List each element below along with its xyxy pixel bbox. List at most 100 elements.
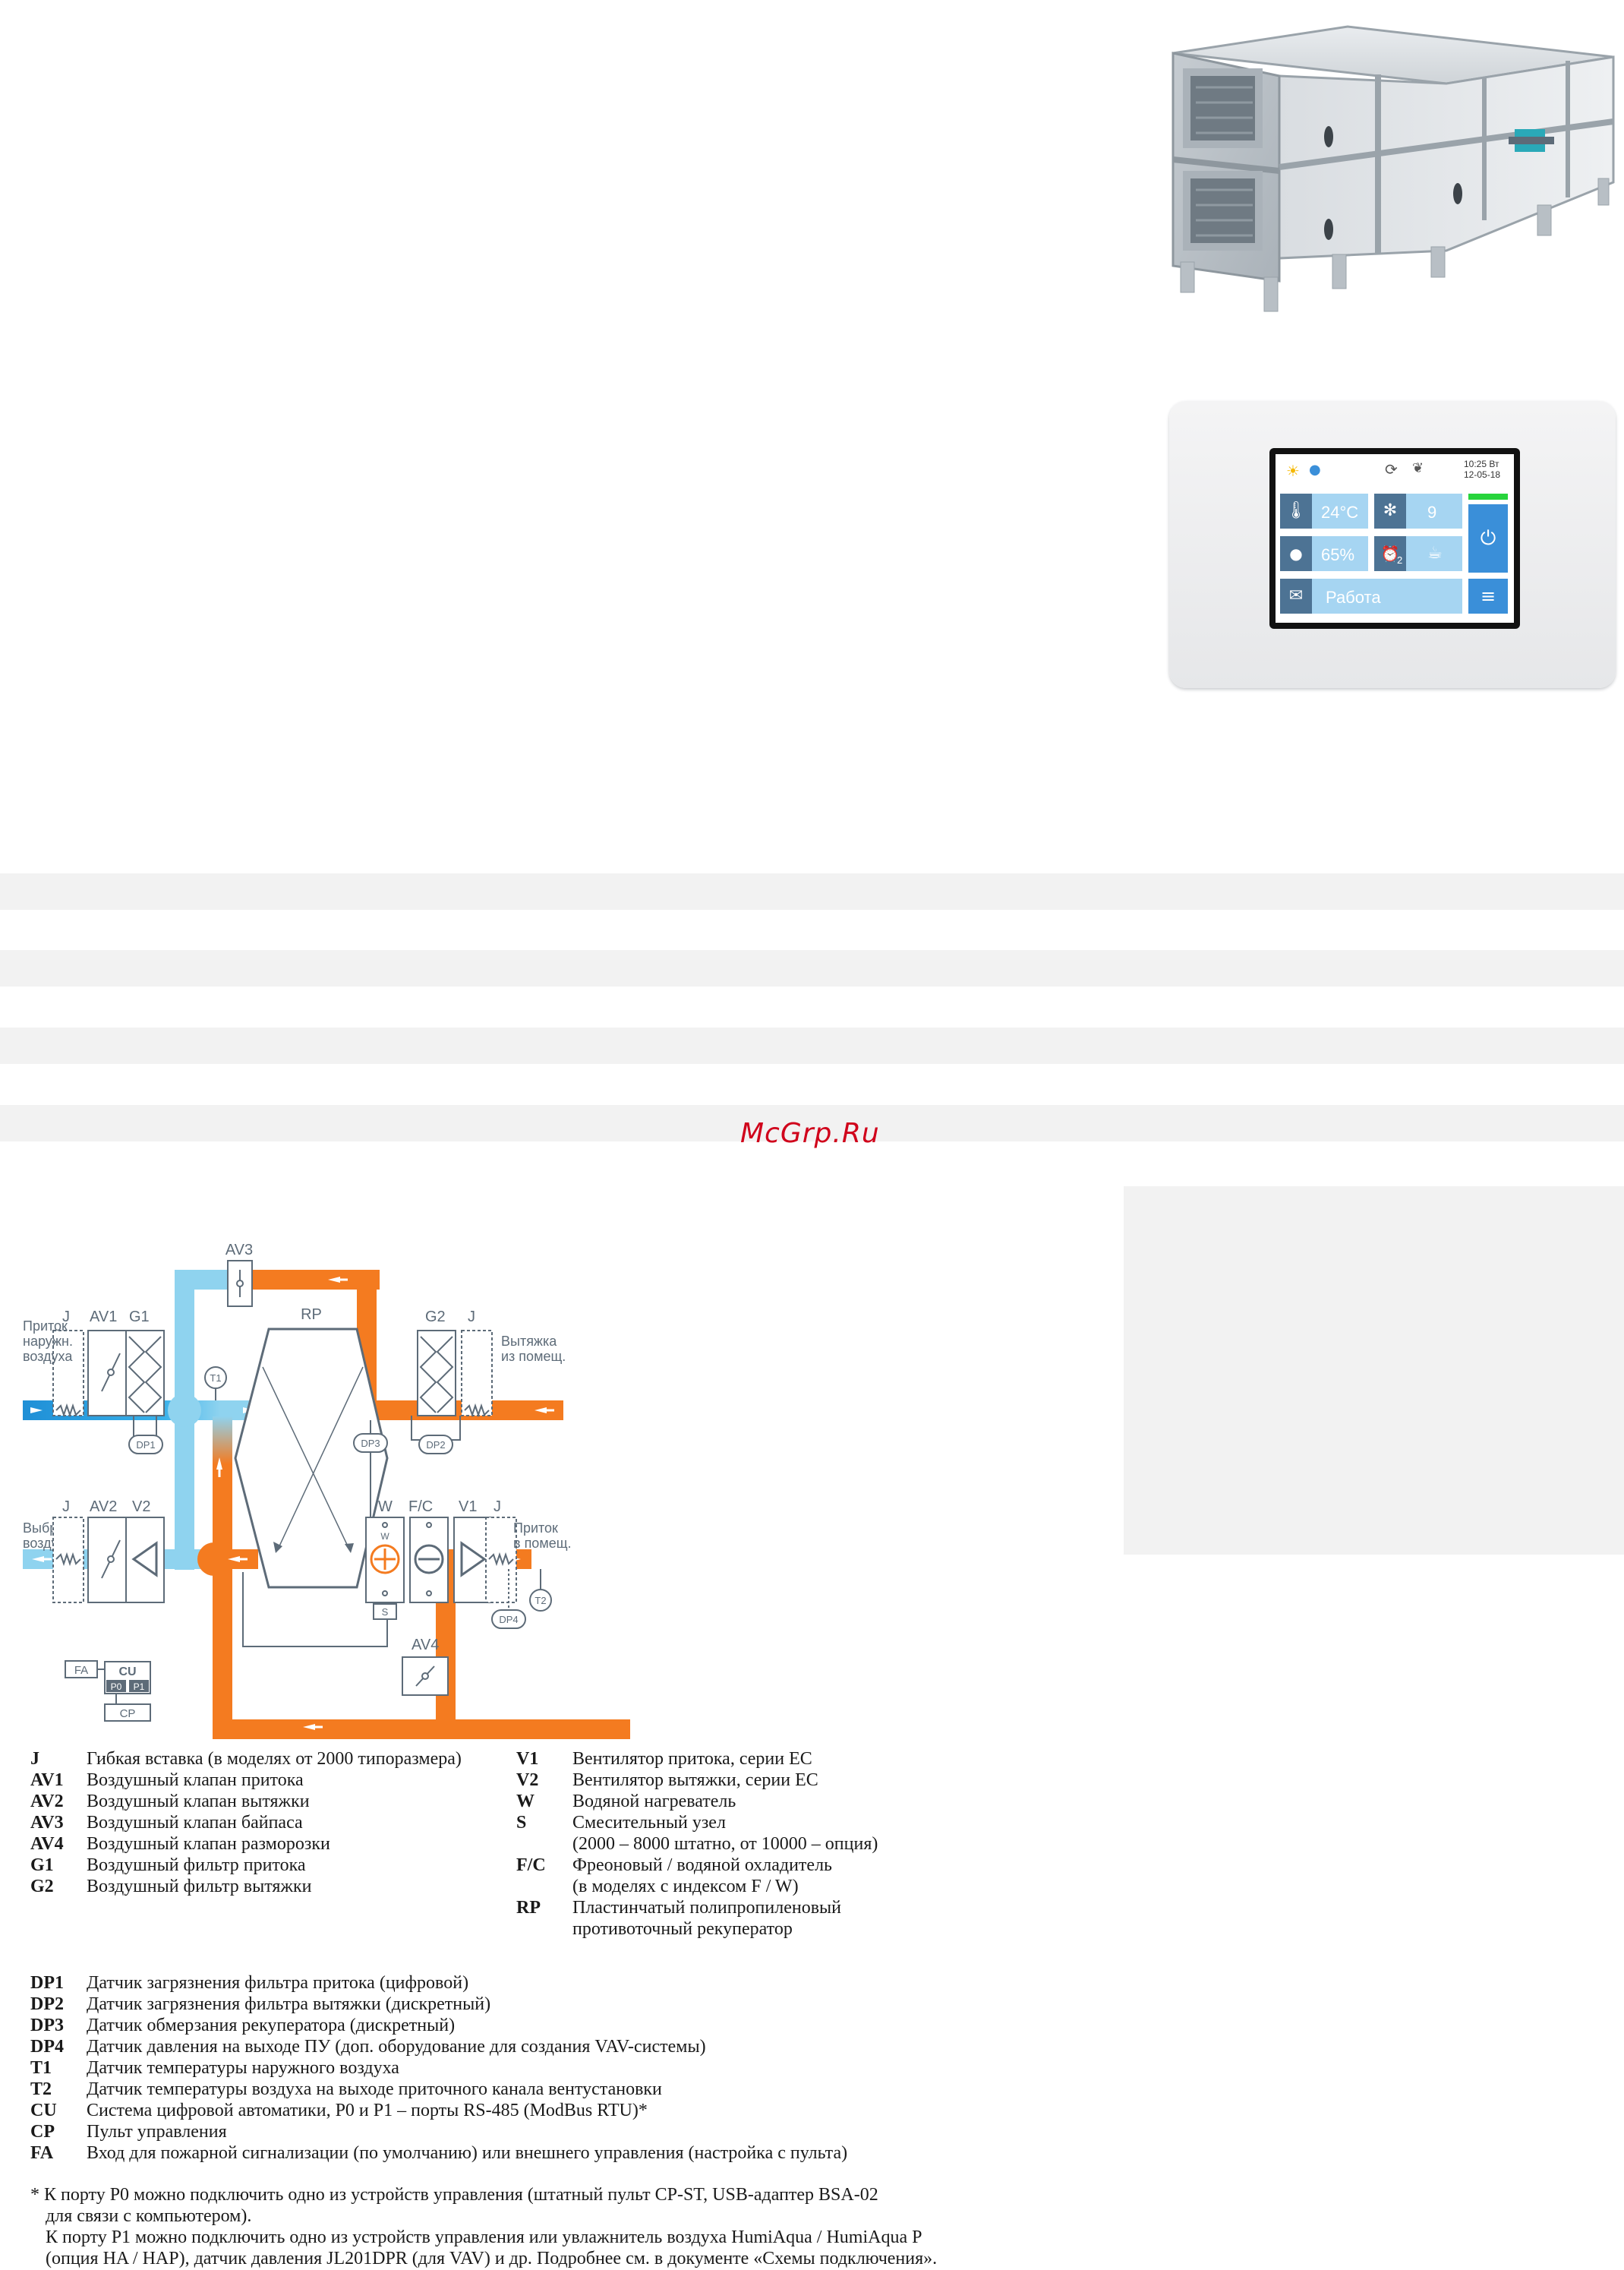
label-v2: V2 [132, 1498, 150, 1515]
label-p0: P0 [111, 1681, 122, 1692]
alarm-clock-icon: ⏰ [1374, 536, 1406, 571]
label-exhaust-1: Вытяжка [501, 1334, 557, 1349]
temperature-value: 24°C [1321, 503, 1359, 522]
label-cp: CP [120, 1707, 136, 1720]
footnote-line: К порту P1 можно подключить одно из устр… [46, 2227, 922, 2247]
fan-speed-value: 9 [1427, 503, 1437, 522]
humidity-icon: ● [1280, 536, 1312, 571]
label-intake-1: Приток [23, 1318, 68, 1334]
watermark: McGrp.Ru [740, 1118, 880, 1149]
label-av4: AV4 [412, 1637, 439, 1653]
power-icon: ⏻ [1480, 527, 1496, 550]
label-av2: AV2 [90, 1498, 117, 1515]
fan-icon: ✻ [1374, 494, 1406, 529]
label-supply-2: в помещ. [513, 1536, 572, 1551]
control-panel: ☀ ● ⟳ ❦ 10:25 Вт 12-05-18 🌡 24°C ✻ 9 ⏻ ●… [1169, 401, 1616, 688]
menu-button[interactable]: ≡ [1468, 579, 1508, 614]
label-av3: AV3 [225, 1242, 253, 1258]
power-button[interactable]: ⏻ [1468, 504, 1508, 573]
timer-number: 2 [1397, 554, 1403, 566]
menu-icon: ≡ [1480, 586, 1496, 607]
label-p1: P1 [134, 1681, 145, 1692]
side-panel [1124, 1186, 1624, 1555]
temperature-tile[interactable]: 🌡 24°C [1280, 494, 1368, 529]
humidity-tile[interactable]: ● 65% [1280, 536, 1368, 571]
label-intake-3: воздуха [23, 1349, 73, 1364]
legend-item: противоточный рекуператор [572, 1919, 793, 1939]
legend-item: (в моделях с индексом F / W) [572, 1877, 799, 1896]
leaf-icon: ❦ [1412, 460, 1424, 476]
footnote-line: * К порту P0 можно подключить одно из ус… [30, 2185, 878, 2205]
recirc-icon: ⟳ [1385, 460, 1398, 478]
table-stripe [0, 1105, 1624, 1141]
footnote-line: для связи с компьютером). [46, 2206, 252, 2226]
label-j1: J [62, 1309, 70, 1325]
label-exhaust-2: из помещ. [501, 1349, 566, 1364]
label-s: S [382, 1606, 389, 1618]
thermometer-icon: 🌡 [1280, 494, 1312, 529]
label-g2: G2 [425, 1309, 446, 1325]
label-t1: T1 [210, 1372, 221, 1384]
legend-item: (2000 – 8000 штатно, от 10000 – опция) [572, 1834, 878, 1854]
label-fc: F/C [408, 1498, 433, 1515]
humidity-value: 65% [1321, 545, 1355, 564]
label-supply-1: Приток [513, 1520, 558, 1536]
label-j4: J [494, 1498, 501, 1515]
label-rp: RP [301, 1306, 322, 1323]
label-dp4: DP4 [499, 1614, 518, 1625]
status-text: Работа [1326, 588, 1381, 607]
status-green-bar [1468, 494, 1508, 500]
footnotes: * К порту P0 можно подключить одно из ус… [30, 2184, 937, 2269]
table-stripe [0, 950, 1624, 987]
label-w-small: W [380, 1531, 389, 1542]
footnote-line: (опция HA / HAP), датчик давления JL201D… [46, 2249, 938, 2268]
panel-date: 12-05-18 [1464, 469, 1501, 480]
envelope-icon: ✉ [1280, 579, 1312, 614]
label-intake-2: наружн. [23, 1334, 73, 1349]
drop-icon: ● [1309, 462, 1321, 478]
sun-icon: ☀ [1286, 462, 1300, 480]
label-dp3: DP3 [361, 1438, 380, 1449]
status-tile[interactable]: ✉ Работа [1280, 579, 1462, 614]
fan-tile[interactable]: ✻ 9 [1374, 494, 1462, 529]
label-cu: CU [118, 1665, 136, 1678]
ventilation-schematic: RP T1 AV3 DP3 J Приток наружн. воздуха A… [23, 1242, 630, 1739]
product-photo [1158, 23, 1621, 349]
label-t2: T2 [535, 1595, 546, 1606]
label-dp1: DP1 [136, 1439, 155, 1451]
label-g1: G1 [129, 1309, 150, 1325]
label-j3: J [62, 1498, 70, 1515]
label-v1: V1 [459, 1498, 477, 1515]
panel-screen: ☀ ● ⟳ ❦ 10:25 Вт 12-05-18 🌡 24°C ✻ 9 ⏻ ●… [1276, 454, 1514, 623]
label-j2: J [468, 1309, 475, 1325]
panel-time: 10:25 Вт [1464, 459, 1499, 469]
coffee-icon: ☕ [1427, 544, 1443, 563]
label-fa: FA [74, 1664, 88, 1677]
timer-tile[interactable]: ⏰ 2 ☕ [1374, 536, 1462, 571]
label-av1: AV1 [90, 1309, 117, 1325]
table-stripe [0, 1028, 1624, 1064]
